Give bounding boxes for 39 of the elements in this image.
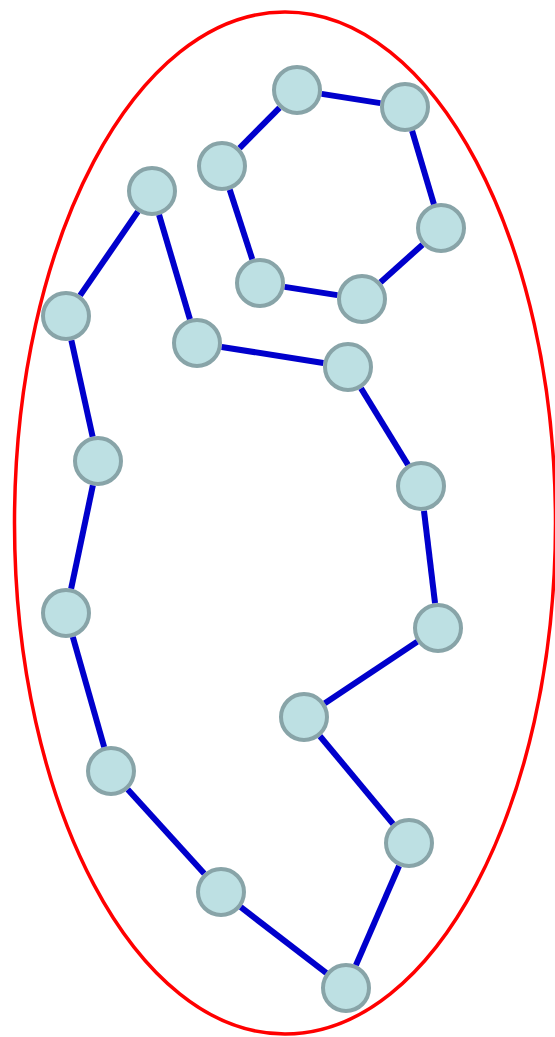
circle-node <box>127 166 177 216</box>
circle-node <box>380 82 430 132</box>
connector-line <box>125 787 207 876</box>
connector-line <box>409 130 437 205</box>
circle-node <box>321 963 371 1013</box>
connector-line <box>317 734 396 826</box>
connector-line <box>358 386 411 467</box>
connector-line <box>353 864 402 967</box>
circle-node <box>41 588 91 638</box>
connector-line <box>239 904 328 976</box>
connector-line <box>226 188 256 261</box>
circle-node <box>41 291 91 341</box>
connector-line <box>237 105 282 151</box>
circle-node <box>337 274 387 324</box>
circle-node <box>196 867 246 917</box>
connector-line <box>421 510 438 604</box>
circle-node <box>86 746 136 796</box>
circle-node <box>413 603 463 653</box>
circle-node <box>272 65 322 115</box>
connector-line <box>321 90 381 107</box>
circle-node <box>396 461 446 511</box>
connector-line <box>284 283 338 299</box>
connector-line <box>378 242 425 285</box>
connector-line <box>156 214 193 320</box>
circle-node <box>416 203 466 253</box>
circle-node <box>235 258 285 308</box>
connector-line <box>221 343 324 367</box>
circle-node <box>197 141 247 191</box>
connector-line <box>77 209 141 298</box>
circle-node <box>73 436 123 486</box>
circle-node <box>279 692 329 742</box>
circle-node <box>172 318 222 368</box>
ellipse-outline <box>12 10 555 1036</box>
circle-node <box>323 342 373 392</box>
connector-line <box>68 484 96 590</box>
connector-line <box>323 639 419 706</box>
circle-node <box>384 818 434 868</box>
connector-line <box>68 339 96 438</box>
connector-line <box>69 636 108 748</box>
